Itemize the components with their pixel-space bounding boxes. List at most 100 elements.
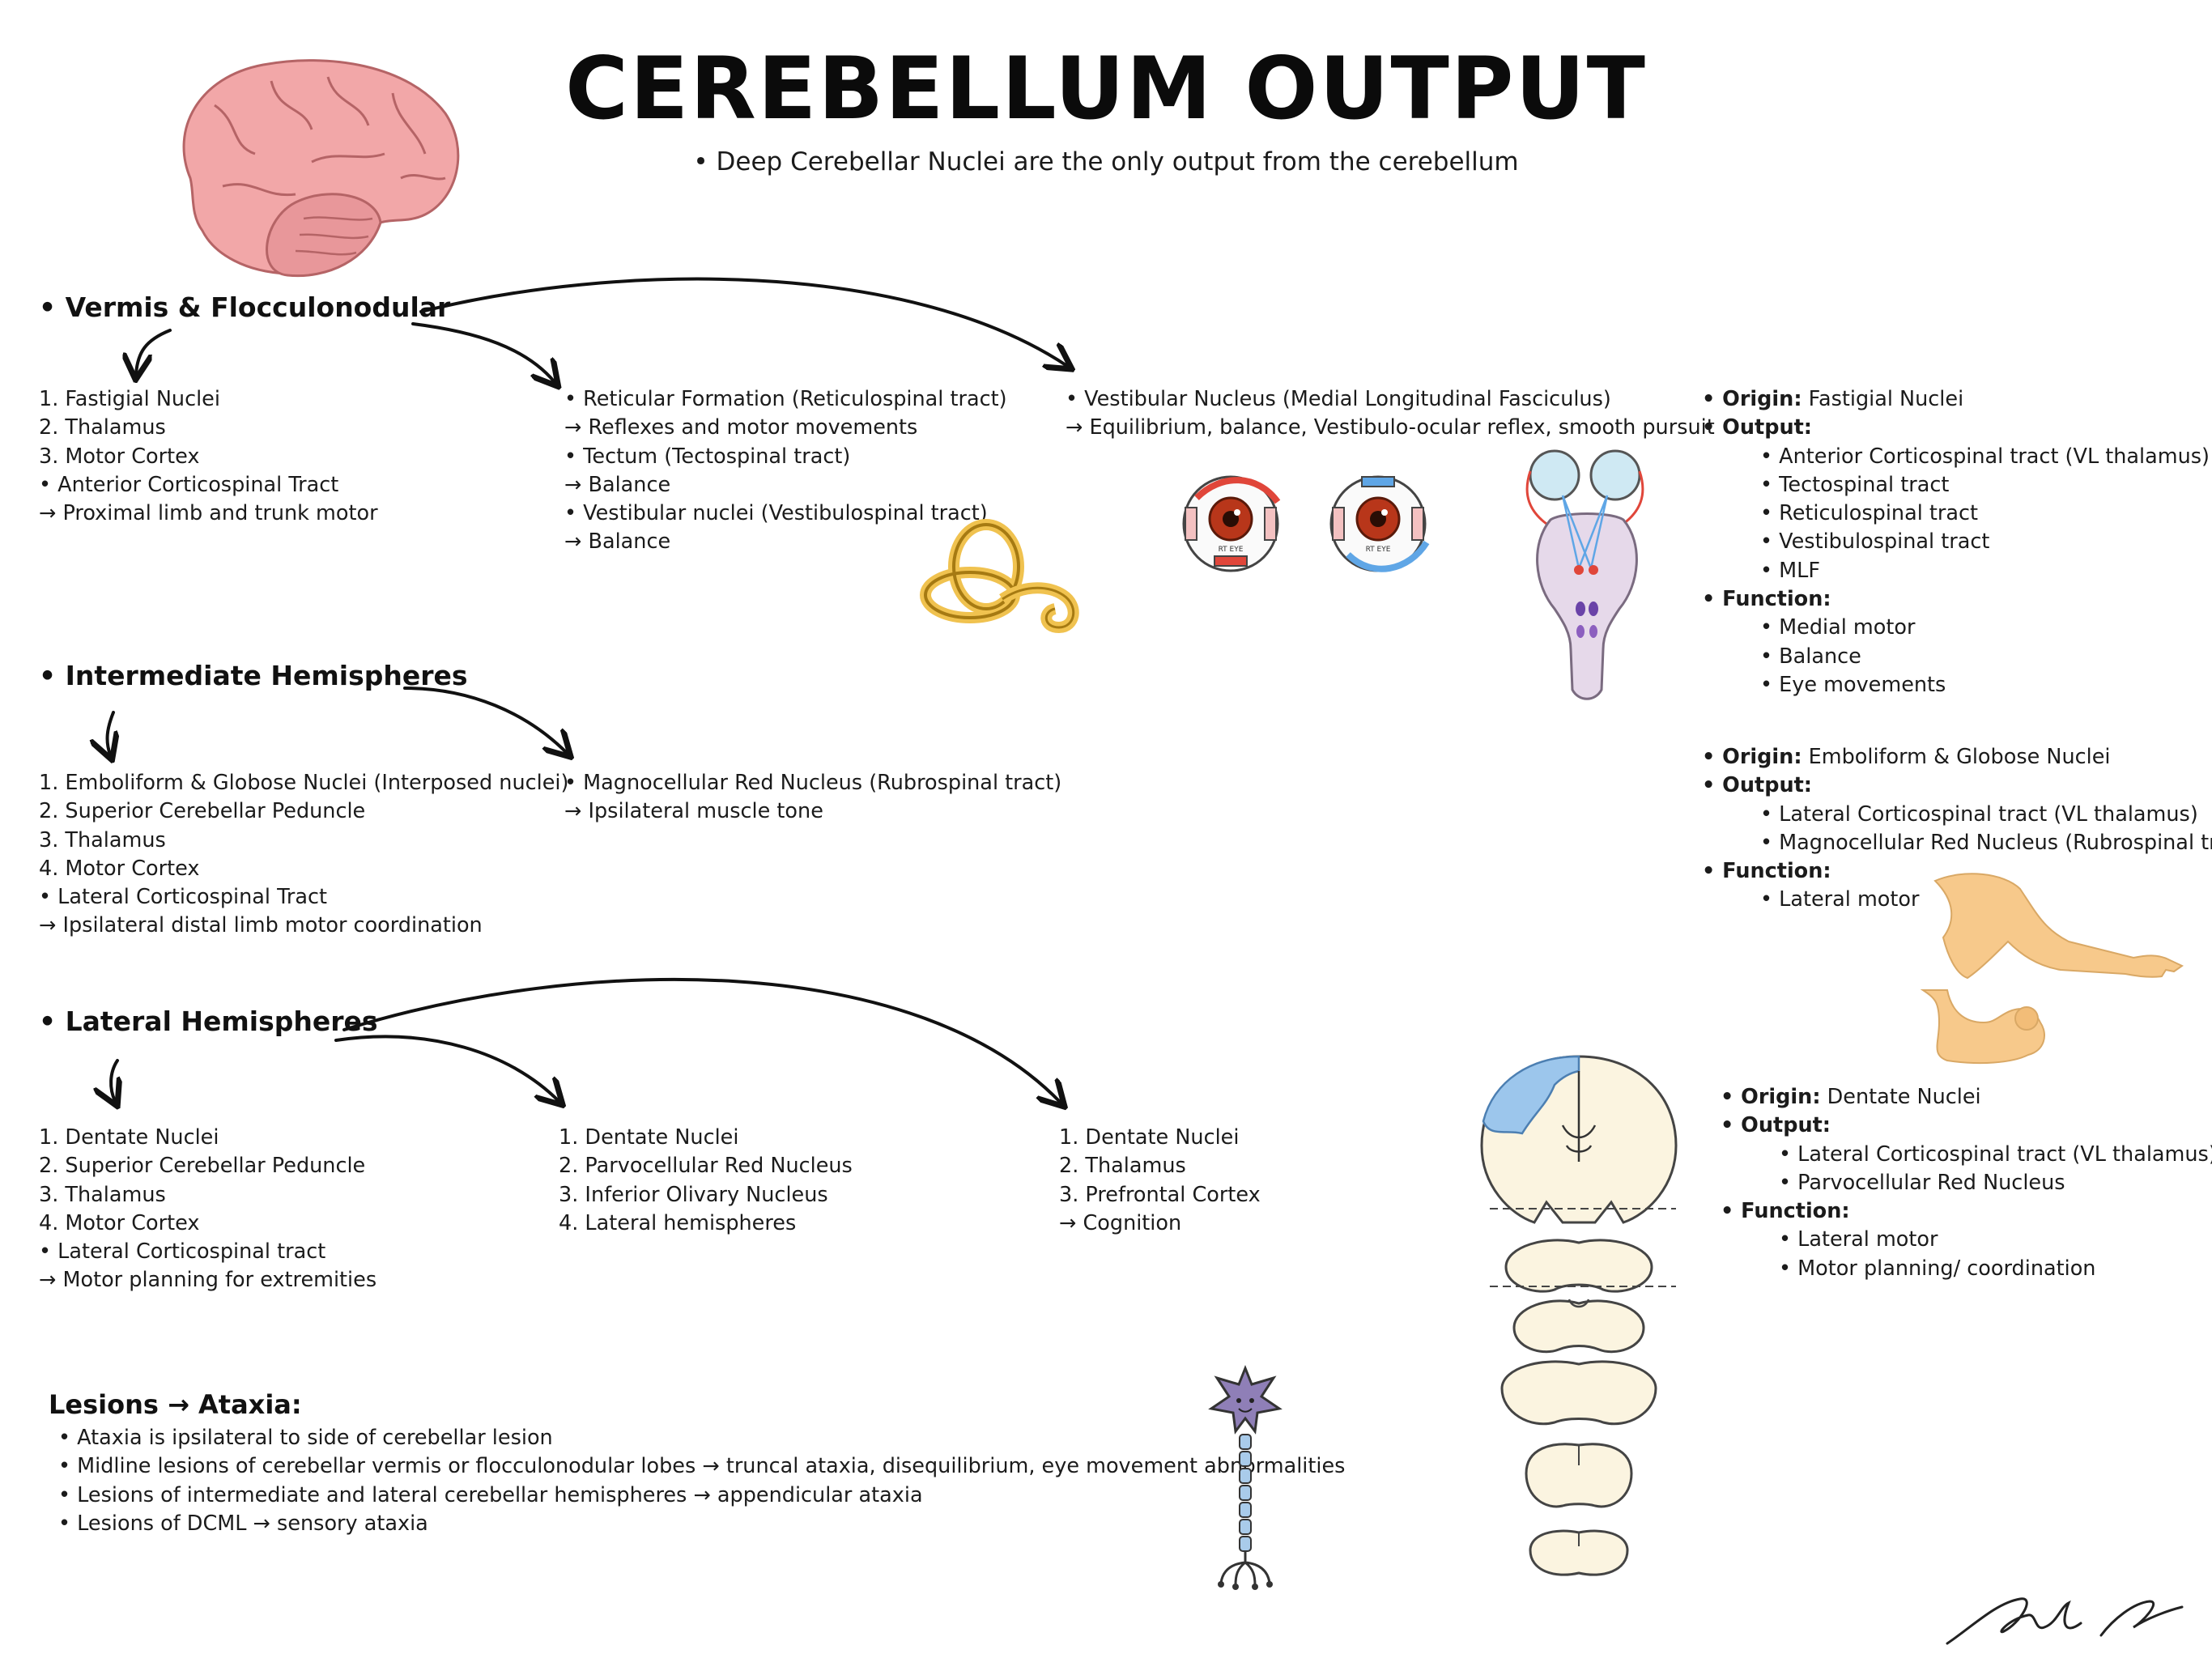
page-title: CEREBELLUM OUTPUT xyxy=(565,39,1647,138)
dentate-summary: • Origin: Dentate Nuclei • Output: • Lat… xyxy=(1721,1083,2212,1283)
list-item: 2. Thalamus xyxy=(1059,1154,1186,1179)
list-item: 2. Superior Cerebellar Peduncle xyxy=(39,1154,366,1179)
list-item: → Reflexes and motor movements xyxy=(564,415,918,440)
arrow-vermis-col2 xyxy=(411,322,555,382)
list-item: • Lesions of intermediate and lateral ce… xyxy=(58,1482,923,1507)
origin-label: • Origin: xyxy=(1721,1085,1821,1109)
list-item: • Medial motor xyxy=(1760,615,1916,640)
list-item: • Reticular Formation (Reticulospinal tr… xyxy=(564,387,1007,411)
list-item: 3. Inferior Olivary Nucleus xyxy=(559,1182,828,1207)
arrow-vermis-col1 xyxy=(136,329,172,374)
eye-icon: RT EYE xyxy=(1329,475,1430,572)
list-item: • Ataxia is ipsilateral to side of cereb… xyxy=(58,1426,553,1450)
intermediate-column-1: 1. Emboliform & Globose Nuclei (Interpos… xyxy=(39,769,568,941)
neuron-icon xyxy=(1208,1364,1283,1590)
output-label: • Output: xyxy=(1721,1113,1831,1138)
spinal-cord-section-icon xyxy=(1480,1055,1678,1576)
list-item: 3. Thalamus xyxy=(39,1182,166,1207)
arrow-lateral-col2 xyxy=(334,1035,559,1101)
list-item: • Tectum (Tectospinal tract) xyxy=(564,444,851,469)
vermis-column-1: 1. Fastigial Nuclei 2. Thalamus 3. Motor… xyxy=(39,385,378,528)
list-item: 1. Emboliform & Globose Nuclei (Interpos… xyxy=(39,771,569,795)
list-item: • Lateral motor xyxy=(1779,1227,1938,1252)
list-item: • Tectospinal tract xyxy=(1760,472,1950,497)
function-label: • Function: xyxy=(1702,587,1831,612)
list-item: 2. Parvocellular Red Nucleus xyxy=(559,1154,853,1179)
interposed-summary: • Origin: Emboliform & Globose Nuclei • … xyxy=(1702,743,2212,915)
lesions-list: • Ataxia is ipsilateral to side of cereb… xyxy=(58,1424,1345,1538)
lateral-column-1: 1. Dentate Nuclei 2. Superior Cerebellar… xyxy=(39,1124,376,1295)
arrow-lateral-col1 xyxy=(111,1059,117,1101)
brain-icon xyxy=(182,59,460,278)
list-item: → Balance xyxy=(564,529,671,555)
arrow-intermediate-col1 xyxy=(108,711,113,755)
signature-icon xyxy=(1946,1597,2184,1645)
list-item: • Anterior Corticospinal Tract xyxy=(39,472,339,497)
list-item: • Lesions of DCML → sensory ataxia xyxy=(58,1511,428,1536)
list-item: → Equilibrium, balance, Vestibulo-ocular… xyxy=(1066,415,1715,440)
list-item: → Cognition xyxy=(1059,1210,1182,1235)
list-item: • Parvocellular Red Nucleus xyxy=(1779,1170,2065,1195)
list-item: • Lateral motor xyxy=(1760,887,1920,912)
eye-label: RT EYE xyxy=(1219,546,1244,554)
vermis-column-3: • Vestibular Nucleus (Medial Longitudina… xyxy=(1066,385,1715,443)
list-item: • Lateral Corticospinal tract xyxy=(39,1239,326,1265)
lateral-column-2: 1. Dentate Nuclei 2. Parvocellular Red N… xyxy=(559,1124,853,1238)
eye-icon: RT EYE xyxy=(1182,475,1281,572)
list-item: 1. Dentate Nuclei xyxy=(39,1125,219,1150)
list-item: → Ipsilateral distal limb motor coordina… xyxy=(39,913,483,938)
list-item: 4. Motor Cortex xyxy=(39,856,200,881)
list-item: • Motor planning/ coordination xyxy=(1779,1256,2096,1281)
origin-label: • Origin: xyxy=(1702,387,1802,411)
list-item: • MLF xyxy=(1760,558,1821,583)
list-item: • Vestibular Nucleus (Medial Longitudina… xyxy=(1066,387,1611,411)
page-subtitle: • Deep Cerebellar Nuclei are the only ou… xyxy=(693,147,1519,176)
list-item: 4. Lateral hemispheres xyxy=(559,1210,797,1235)
arm-icon xyxy=(1933,873,2184,980)
list-item: 3. Thalamus xyxy=(39,827,166,852)
inner-ear-icon xyxy=(920,519,1079,634)
list-item: • Midline lesions of cerebellar vermis o… xyxy=(58,1454,1346,1479)
output-label: • Output: xyxy=(1702,415,1812,440)
list-item: • Magnocellular Red Nucleus (Rubrospinal… xyxy=(1760,830,2212,855)
lateral-column-3: 1. Dentate Nuclei 2. Thalamus 3. Prefron… xyxy=(1059,1124,1261,1238)
origin-label: • Origin: xyxy=(1702,745,1802,769)
eye-label: RT EYE xyxy=(1366,546,1391,554)
foot-icon xyxy=(1920,989,2045,1065)
arrow-lateral-col3 xyxy=(342,977,1061,1103)
list-item: 1. Dentate Nuclei xyxy=(559,1125,739,1150)
list-item: 3. Motor Cortex xyxy=(39,444,200,469)
list-item: • Eye movements xyxy=(1760,672,1946,697)
list-item: 4. Motor Cortex xyxy=(39,1210,200,1235)
list-item: • Vestibular nuclei (Vestibulospinal tra… xyxy=(564,501,988,526)
fastigial-summary: • Origin: Fastigial Nuclei • Output: • A… xyxy=(1702,385,2210,699)
intermediate-heading: • Intermediate Hemispheres xyxy=(39,660,468,691)
output-label: • Output: xyxy=(1702,773,1812,798)
vermis-heading: • Vermis & Flocculonodular xyxy=(39,291,451,323)
list-item: • Lateral Corticospinal tract (VL thalam… xyxy=(1760,801,2198,827)
function-label: • Function: xyxy=(1721,1199,1850,1224)
function-label: • Function: xyxy=(1702,859,1831,884)
list-item: • Balance xyxy=(1760,644,1861,669)
origin-value: Dentate Nuclei xyxy=(1827,1085,1981,1109)
origin-value: Fastigial Nuclei xyxy=(1808,387,1964,411)
list-item: → Ipsilateral muscle tone xyxy=(564,799,823,824)
list-item: • Magnocellular Red Nucleus (Rubrospinal… xyxy=(564,771,1062,795)
list-item: • Vestibulospinal tract xyxy=(1760,529,1990,555)
list-item: • Reticulospinal tract xyxy=(1760,501,1979,526)
brainstem-icon xyxy=(1525,449,1644,700)
vermis-column-2: • Reticular Formation (Reticulospinal tr… xyxy=(564,385,1007,557)
intermediate-column-2: • Magnocellular Red Nucleus (Rubrospinal… xyxy=(564,769,1061,827)
list-item: → Motor planning for extremities xyxy=(39,1268,377,1293)
list-item: 3. Prefrontal Cortex xyxy=(1059,1182,1261,1207)
lesions-heading: Lesions → Ataxia: xyxy=(49,1389,302,1420)
list-item: 1. Dentate Nuclei xyxy=(1059,1125,1240,1150)
list-item: → Proximal limb and trunk motor xyxy=(39,501,378,526)
list-item: 1. Fastigial Nuclei xyxy=(39,387,220,411)
origin-value: Emboliform & Globose Nuclei xyxy=(1808,745,2111,769)
list-item: 2. Thalamus xyxy=(39,415,166,440)
list-item: → Balance xyxy=(564,472,671,497)
list-item: • Lateral Corticospinal Tract xyxy=(39,885,328,910)
list-item: 2. Superior Cerebellar Peduncle xyxy=(39,799,366,824)
